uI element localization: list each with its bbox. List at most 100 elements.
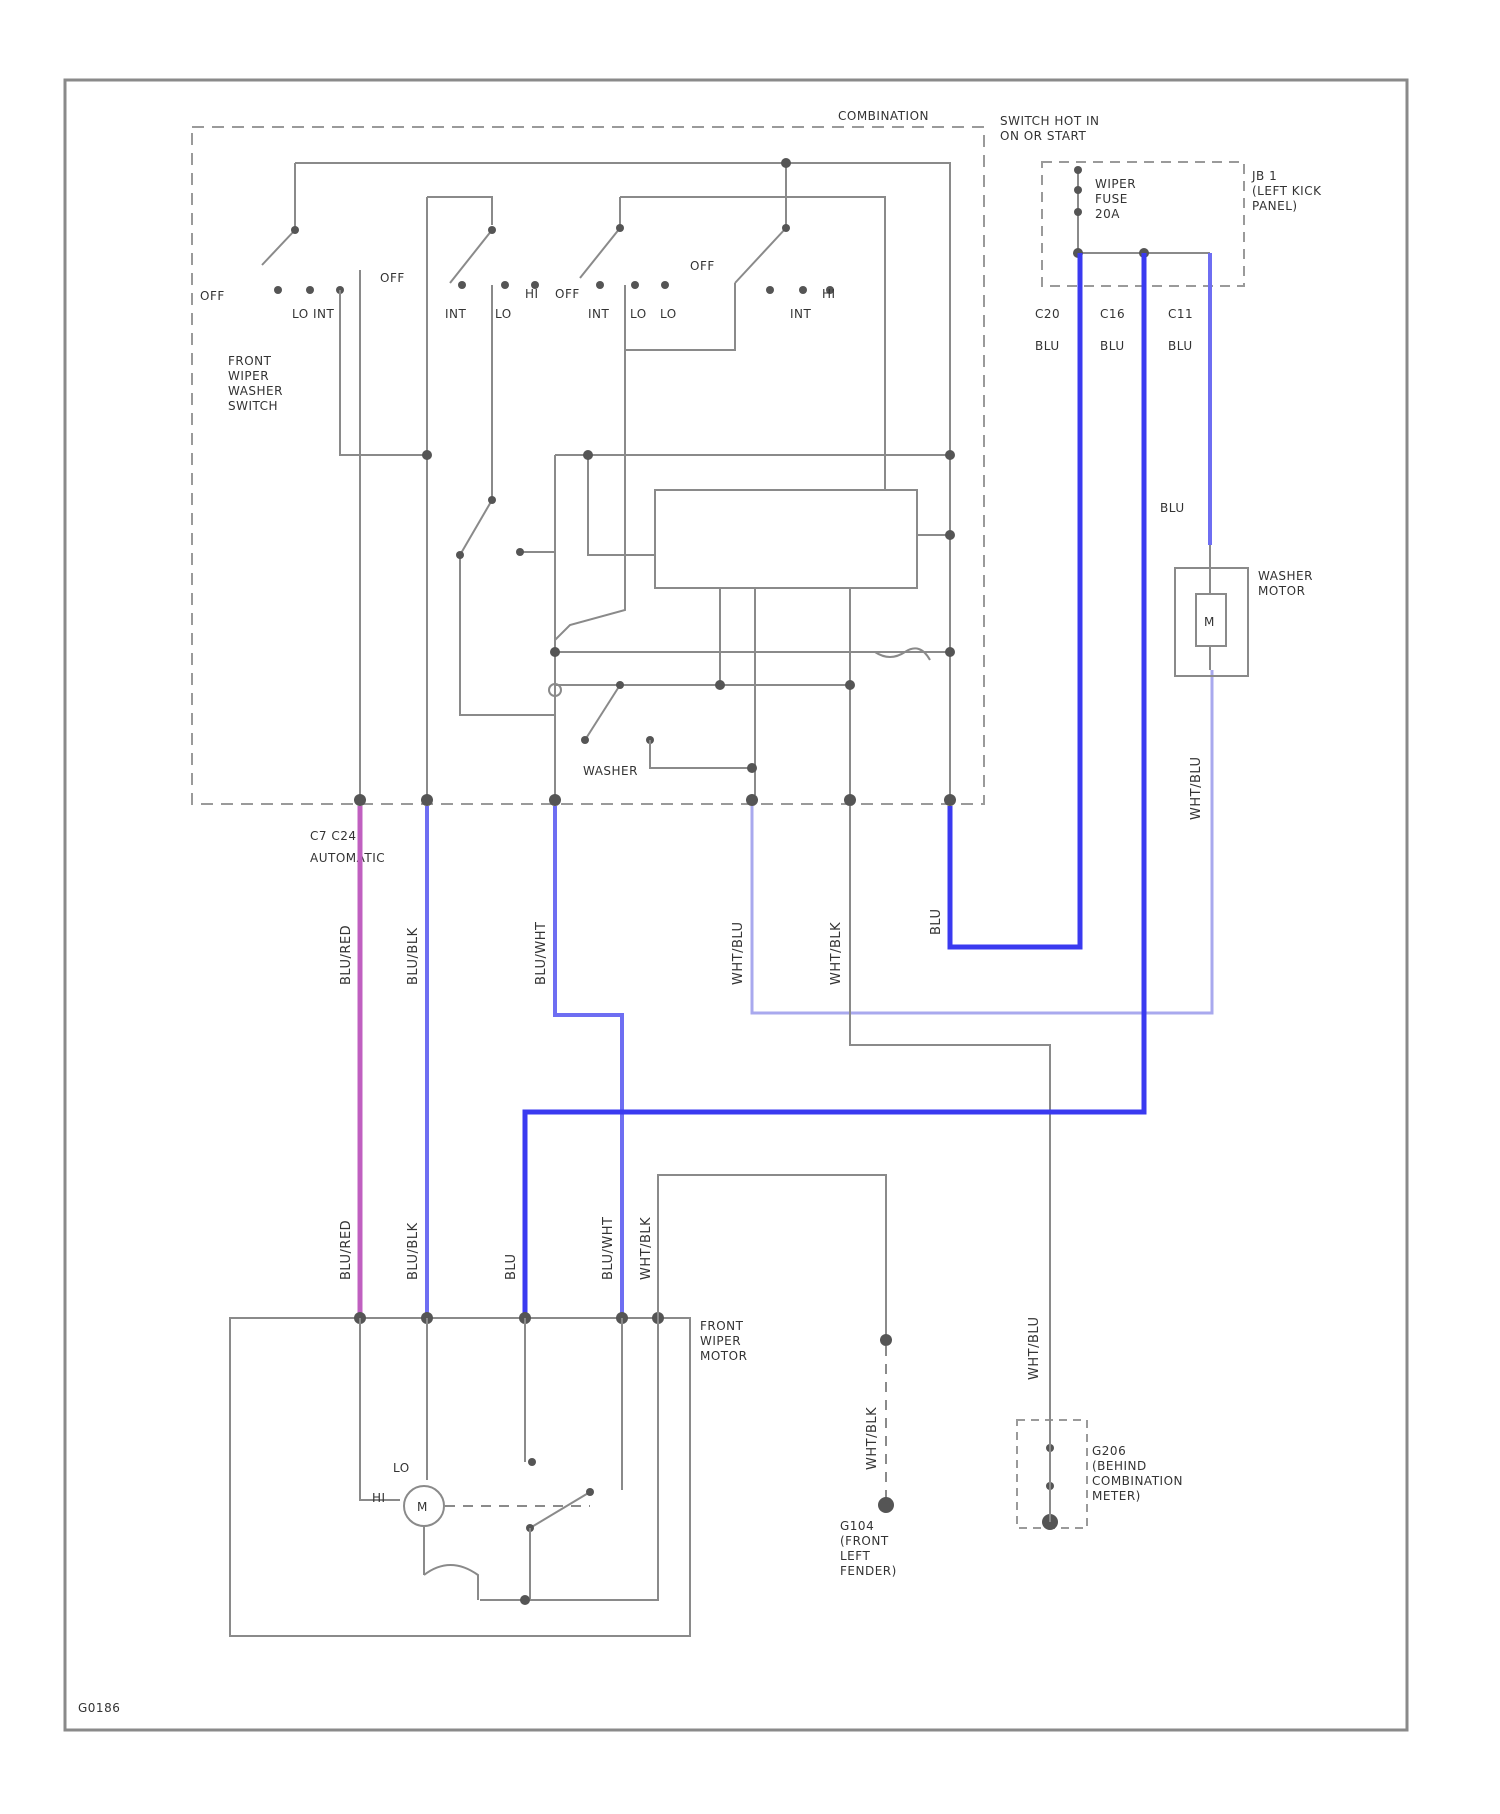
wire-label-blu-c: BLU xyxy=(1168,339,1193,353)
wire-label-blu-d: BLU xyxy=(929,908,944,935)
fuse-node xyxy=(1074,208,1082,216)
junction-node xyxy=(583,450,593,460)
washer-wire xyxy=(460,555,555,715)
internal-wire xyxy=(340,290,427,455)
switch-contact xyxy=(782,224,790,232)
wire-label-blu-blk: BLU/BLK xyxy=(406,927,421,985)
switch-contact xyxy=(501,281,509,289)
wire-blu-c16 xyxy=(525,253,1144,1318)
switch-contact xyxy=(799,286,807,294)
switch-contact xyxy=(458,281,466,289)
switch-contact xyxy=(291,226,299,234)
fuse-node xyxy=(1074,166,1082,174)
washer-switch-label: WASHER xyxy=(583,764,638,778)
motor-wire xyxy=(424,1565,478,1600)
switch-contact xyxy=(586,1488,594,1496)
switch-arm xyxy=(735,228,786,283)
switch-top-bus xyxy=(620,197,885,490)
front-wiper-washer-switch-label: FRONTWIPERWASHERSWITCH xyxy=(228,354,283,413)
connector-c16-label: C16 xyxy=(1100,307,1125,321)
switch-contact xyxy=(766,286,774,294)
washer-switch-arm xyxy=(585,685,620,740)
connector-c20-label: C20 xyxy=(1035,307,1060,321)
wire-label-blu-wht: BLU/WHT xyxy=(534,922,549,985)
switch-contact xyxy=(488,226,496,234)
switch-contact xyxy=(581,736,589,744)
switch1-off: OFF xyxy=(200,289,225,303)
wiper-motor-lo: LO xyxy=(393,1461,410,1475)
junction-node xyxy=(747,763,757,773)
junction-node xyxy=(945,450,955,460)
junction-node xyxy=(715,680,725,690)
switch2-lo: LO xyxy=(495,307,512,321)
ground-wire-e xyxy=(658,1175,886,1340)
switch-pin xyxy=(844,794,856,806)
washer-wire xyxy=(650,740,752,768)
switch-contact xyxy=(274,286,282,294)
wire-label-blu-b: BLU xyxy=(1100,339,1125,353)
switch-pin xyxy=(421,794,433,806)
switch-pin xyxy=(354,794,366,806)
switch-contact xyxy=(516,548,524,556)
switch3-int: INT xyxy=(588,307,610,321)
switch-contact xyxy=(596,281,604,289)
wiper-motor-m: M xyxy=(417,1500,428,1514)
figure-id: G0186 xyxy=(78,1701,120,1715)
wire-label-wht-blk-ground: WHT/BLK xyxy=(865,1407,880,1470)
combination-switch-label: COMBINATION xyxy=(838,109,929,123)
wire-label-wht-blu-washer: WHT/BLU xyxy=(1189,757,1204,820)
switch3-lo: LO xyxy=(630,307,647,321)
connector-note-1: C7 C24 xyxy=(310,829,356,843)
switch-contact xyxy=(616,681,624,689)
switch-arm xyxy=(262,230,295,265)
junction-node xyxy=(945,530,955,540)
junction-node xyxy=(550,647,560,657)
switch3-off: OFF xyxy=(555,287,580,301)
junction-node xyxy=(845,680,855,690)
wire-label-wht-blu: WHT/BLU xyxy=(731,922,746,985)
connector-c11-label: C11 xyxy=(1168,307,1193,321)
switch2-off: OFF xyxy=(380,271,405,285)
switch-contact xyxy=(456,551,464,559)
wire-label-blu-2: BLU xyxy=(504,1253,519,1280)
switch4-off: OFF xyxy=(690,259,715,273)
switch4-int: INT xyxy=(790,307,812,321)
washer-wire xyxy=(460,500,492,555)
junction-node xyxy=(945,647,955,657)
switch-contact xyxy=(661,281,669,289)
washer-motor-m: M xyxy=(1204,615,1215,629)
intermittent-relay-unit xyxy=(655,490,917,588)
switch-top-bus xyxy=(295,163,950,795)
ground-m-connector xyxy=(1017,1420,1087,1528)
switch1-lo-int: LO INT xyxy=(292,307,335,321)
wire-label-blu-mid: BLU xyxy=(1160,501,1185,515)
relay-wire xyxy=(588,455,655,555)
junction-node xyxy=(422,450,432,460)
switch-contact xyxy=(616,224,624,232)
internal-wire xyxy=(555,350,625,640)
wire-label-wht-blu-ground: WHT/BLU xyxy=(1027,1317,1042,1380)
switch-contact xyxy=(631,281,639,289)
switch2-hi: HI xyxy=(525,287,539,301)
switch-contact xyxy=(306,286,314,294)
wiper-fuse-label: WIPERFUSE20A xyxy=(1095,177,1136,221)
wire-label-blu-red: BLU/RED xyxy=(339,925,354,985)
switch-contact xyxy=(528,1458,536,1466)
switch-pin xyxy=(944,794,956,806)
connector-note-2: AUTOMATIC xyxy=(310,851,385,865)
wire-label-blu-blk-2: BLU/BLK xyxy=(406,1222,421,1280)
switch-arm xyxy=(450,230,492,283)
wire-label-blu-red-2: BLU/RED xyxy=(339,1220,354,1280)
switch-contact xyxy=(781,158,791,168)
motor-wire xyxy=(480,1318,658,1600)
washer-wire xyxy=(875,648,930,660)
switch4-hi: HI xyxy=(822,287,836,301)
switch3-lo-2: LO xyxy=(660,307,677,321)
junction-node xyxy=(520,1595,530,1605)
